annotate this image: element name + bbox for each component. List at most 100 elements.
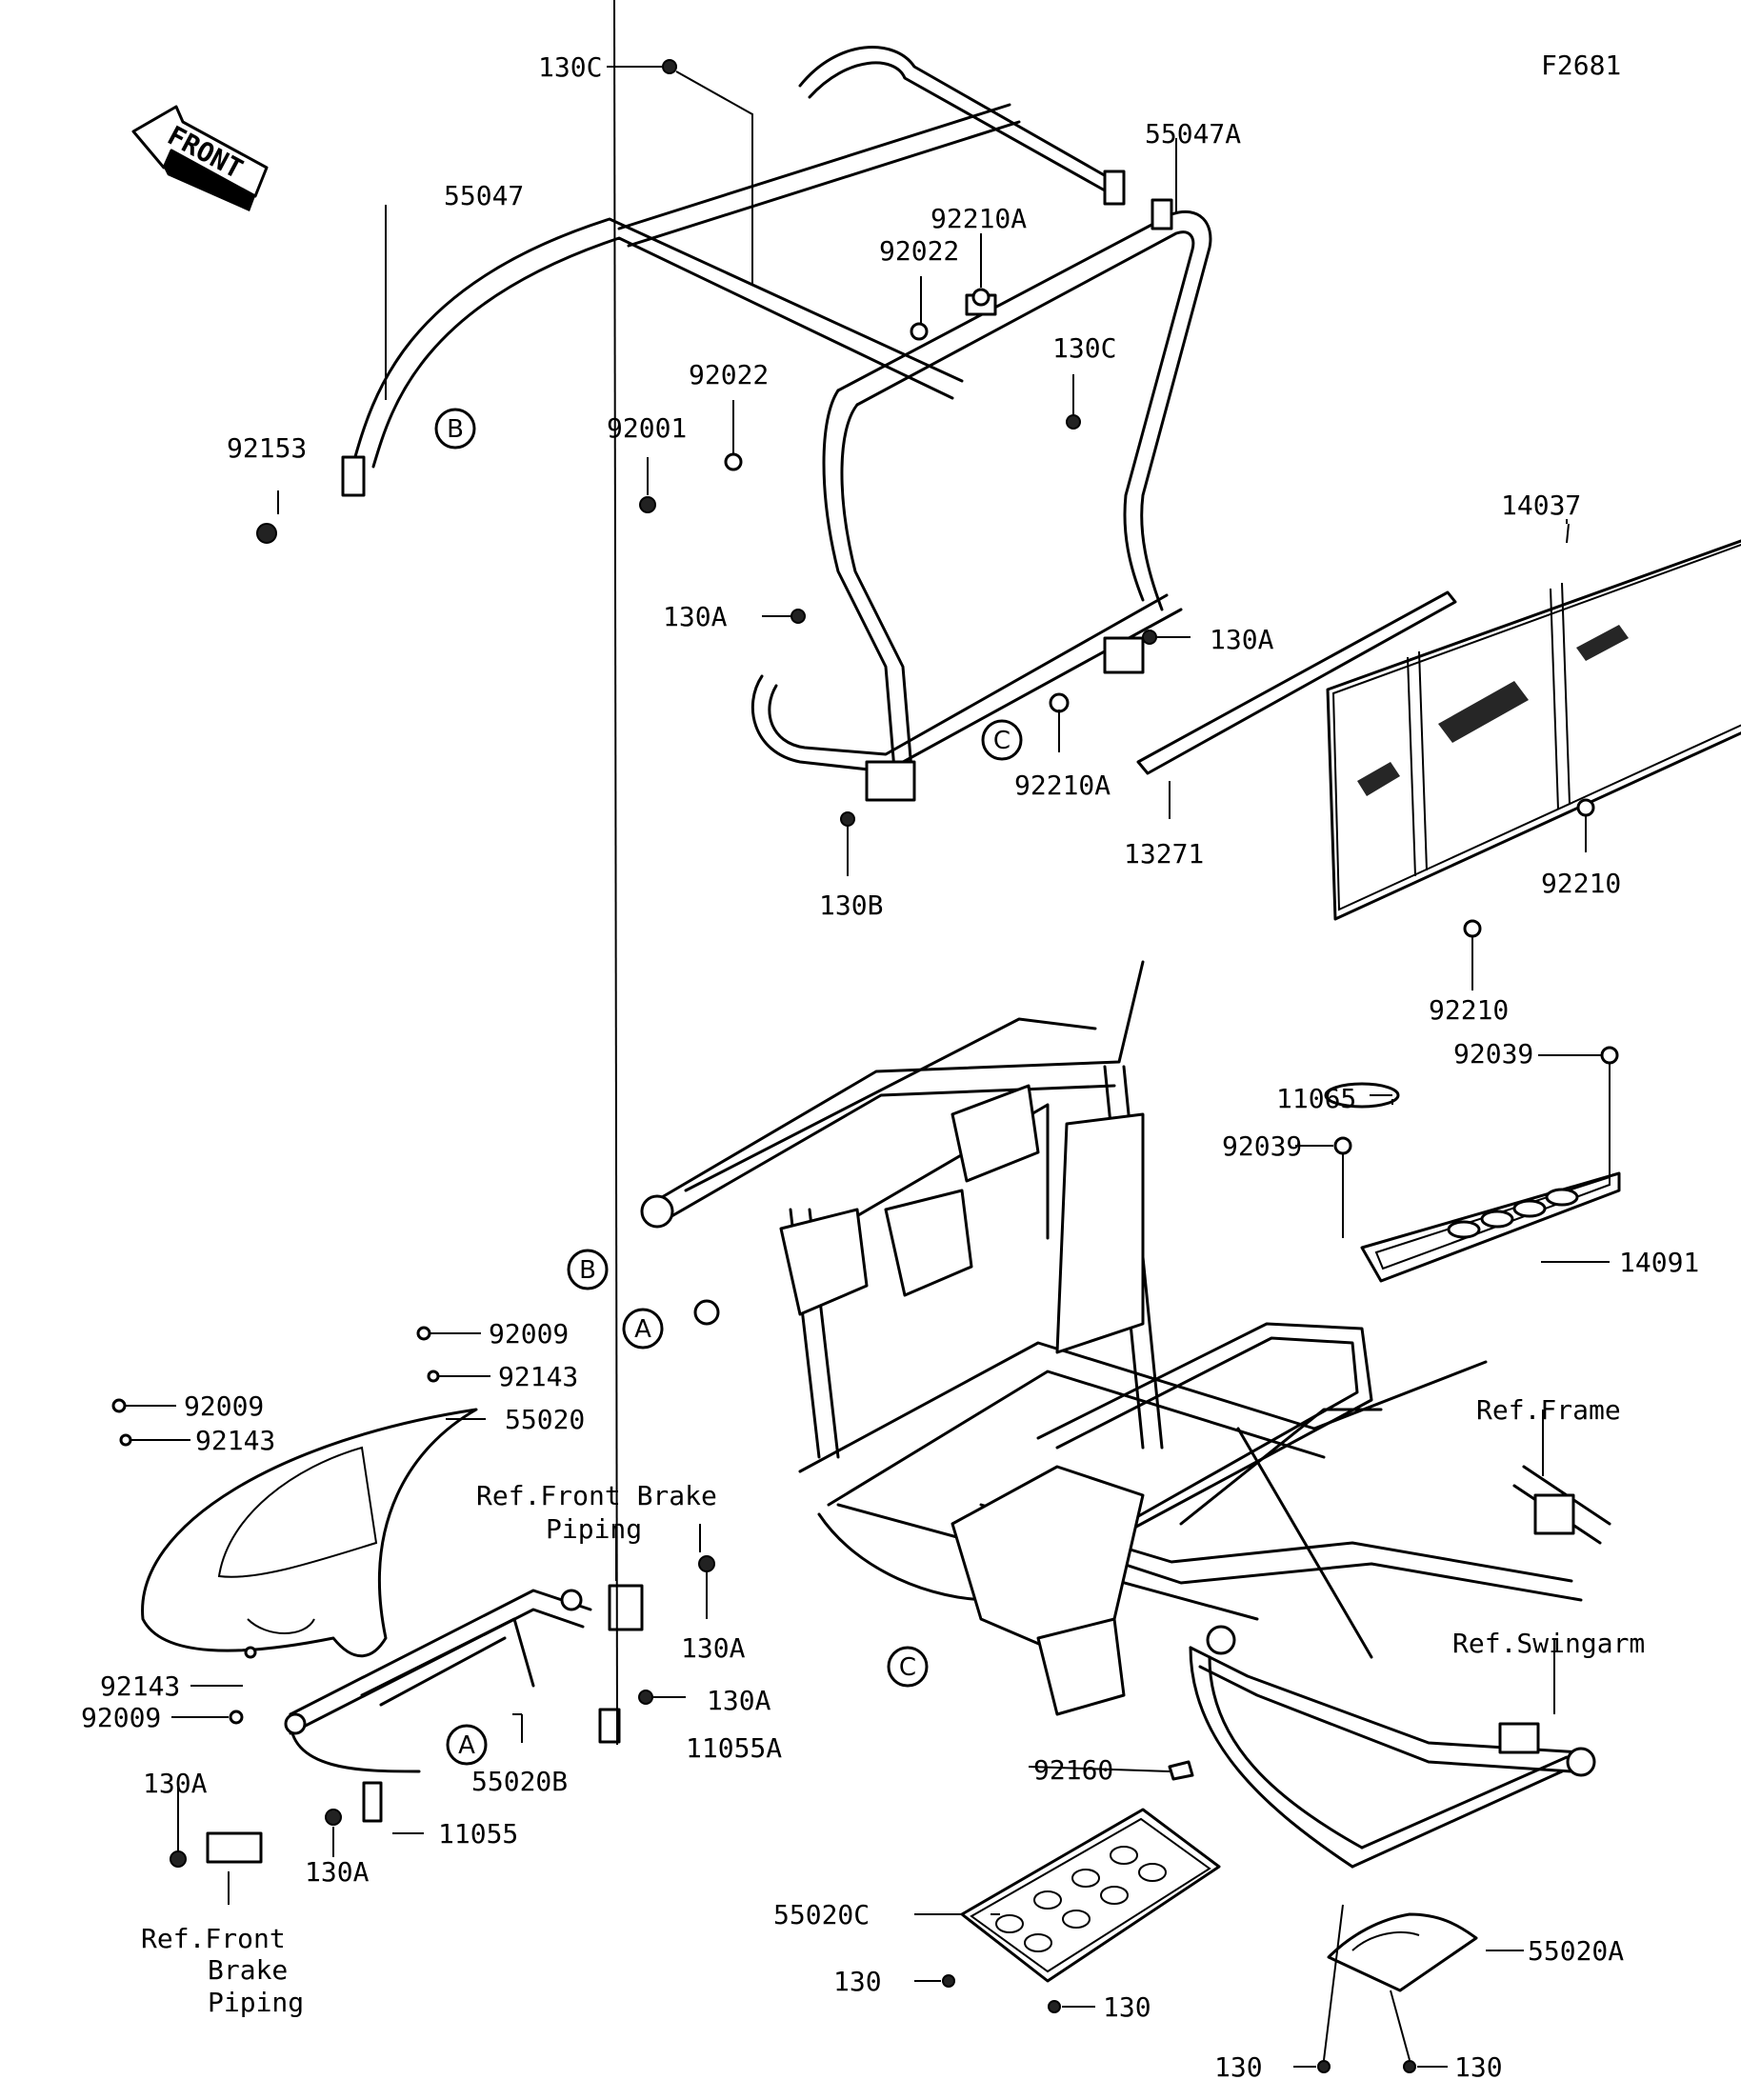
label-92210-right: 92210 [1541, 868, 1621, 899]
label-55047: 55047 [444, 180, 524, 211]
bolt-icon [790, 609, 806, 624]
bolt-icon [840, 811, 855, 827]
label-130-a: 130 [833, 1966, 882, 1997]
label-130B: 130B [819, 890, 883, 921]
svg-text:A: A [458, 1731, 475, 1760]
label-92143-c: 92143 [100, 1670, 180, 1702]
label-92009-c: 92009 [81, 1702, 161, 1733]
ref-circle-b-top: B [434, 408, 476, 450]
label-11065: 11065 [1276, 1083, 1356, 1114]
label-14037: 14037 [1501, 490, 1581, 521]
rivet-icon [1333, 1136, 1352, 1155]
bolt-icon [639, 496, 656, 513]
bolt-icon [170, 1850, 187, 1868]
label-92022-top: 92022 [879, 235, 959, 267]
label-130C-top: 130C [538, 51, 602, 83]
label-ref-front-brake-piping-bot-1: Ref.Front [141, 1923, 286, 1954]
bolt-icon [1142, 630, 1157, 645]
bolt-icon [1048, 2000, 1061, 2013]
washer-icon [910, 322, 929, 341]
label-ref-front-brake-piping-bot-2: Brake [208, 1954, 288, 1986]
trim-strip-13271 [1136, 590, 1457, 775]
figure-code: F2681 [1541, 50, 1621, 81]
bolt-icon [1317, 2060, 1331, 2073]
label-92210A-low: 92210A [1014, 770, 1111, 801]
rivet-icon [119, 1433, 132, 1447]
label-92009-b: 92009 [184, 1390, 264, 1422]
nut-icon [1049, 692, 1070, 713]
label-ref-front-brake-piping-top-1: Ref.Front Brake [476, 1480, 717, 1511]
bolt-icon [1403, 2060, 1416, 2073]
ref-circle-c-top: C [981, 719, 1023, 761]
label-92039-left: 92039 [1222, 1130, 1302, 1162]
rivet-icon [1600, 1046, 1619, 1065]
label-92022-mid: 92022 [689, 359, 769, 390]
svg-text:C: C [993, 727, 1011, 755]
rear-rack-assembly [341, 46, 1212, 802]
part-labels: 130C 55047 55047A 92210A 92022 92022 920… [81, 51, 1699, 2083]
label-55047A: 55047A [1145, 118, 1241, 150]
swingarm [1189, 1625, 1596, 1869]
label-55020: 55020 [505, 1404, 585, 1435]
label-55020C: 55020C [773, 1899, 870, 1930]
label-130-b: 130 [1103, 1991, 1151, 2023]
clip-icon [362, 1781, 383, 1823]
label-130C-mid: 130C [1052, 332, 1116, 364]
label-92143-b: 92143 [195, 1425, 275, 1456]
label-11055A: 11055A [686, 1732, 782, 1764]
label-55020B: 55020B [471, 1766, 568, 1797]
label-ref-front-brake-piping-top-2: Piping [546, 1513, 642, 1545]
label-130A-fr4: 130A [305, 1856, 370, 1888]
leader-lines [125, 0, 1611, 2068]
rivet-icon [427, 1370, 440, 1383]
rivet-icon [244, 1646, 257, 1659]
label-92210A-top: 92210A [931, 203, 1027, 234]
rear-skid-plate-55020A [1327, 1912, 1478, 1992]
label-14091: 14091 [1619, 1247, 1699, 1278]
label-130A-fr1: 130A [681, 1632, 746, 1664]
rivet-icon [229, 1710, 244, 1725]
main-frame [640, 960, 1611, 1716]
label-130-d: 130 [1454, 2051, 1503, 2083]
bolt-icon [256, 523, 277, 544]
label-11055: 11055 [438, 1818, 518, 1850]
bolt-icon [325, 1809, 342, 1826]
ref-circle-a-frame: A [622, 1308, 664, 1350]
bolt-icon [698, 1555, 715, 1572]
label-130A-fr2: 130A [707, 1685, 771, 1716]
clamp-icon [206, 1831, 263, 1864]
svg-text:B: B [447, 415, 464, 444]
tag-icon [1168, 1760, 1194, 1781]
label-ref-swingarm: Ref.Swingarm [1452, 1628, 1645, 1659]
ref-circle-c-frame: C [887, 1646, 929, 1688]
label-130-c: 130 [1214, 2051, 1263, 2083]
label-92001: 92001 [607, 412, 687, 444]
fastener-icons [111, 59, 1619, 2073]
bolt-icon [638, 1690, 653, 1705]
bolt-icon [942, 1974, 955, 1988]
washer-icon [724, 452, 743, 471]
label-130A-mid-right: 130A [1210, 624, 1274, 655]
nut-icon [1463, 919, 1482, 938]
circle-refs: B C B A C A [434, 408, 1023, 1766]
label-130A-fr3: 130A [143, 1768, 208, 1799]
ref-circle-b-frame: B [567, 1249, 609, 1290]
label-92143-a: 92143 [498, 1361, 578, 1392]
label-92009-a: 92009 [489, 1318, 569, 1350]
svg-text:A: A [634, 1315, 651, 1344]
seat-cover-14091 [1324, 1082, 1621, 1283]
label-ref-frame: Ref.Frame [1476, 1394, 1621, 1426]
clip-icon [598, 1708, 621, 1744]
label-92153: 92153 [227, 432, 307, 464]
label-130A-mid-left: 130A [663, 601, 728, 632]
bolt-icon [1066, 414, 1081, 430]
front-bumper-55020B [284, 1584, 644, 1773]
label-92039-right: 92039 [1453, 1038, 1533, 1070]
svg-text:C: C [899, 1653, 916, 1682]
rivet-icon [416, 1326, 431, 1341]
skid-plate-55020C [960, 1808, 1221, 1983]
front-arrow-icon: FRONT [131, 105, 269, 211]
rivet-icon [111, 1398, 127, 1413]
label-55020A: 55020A [1528, 1935, 1624, 1967]
